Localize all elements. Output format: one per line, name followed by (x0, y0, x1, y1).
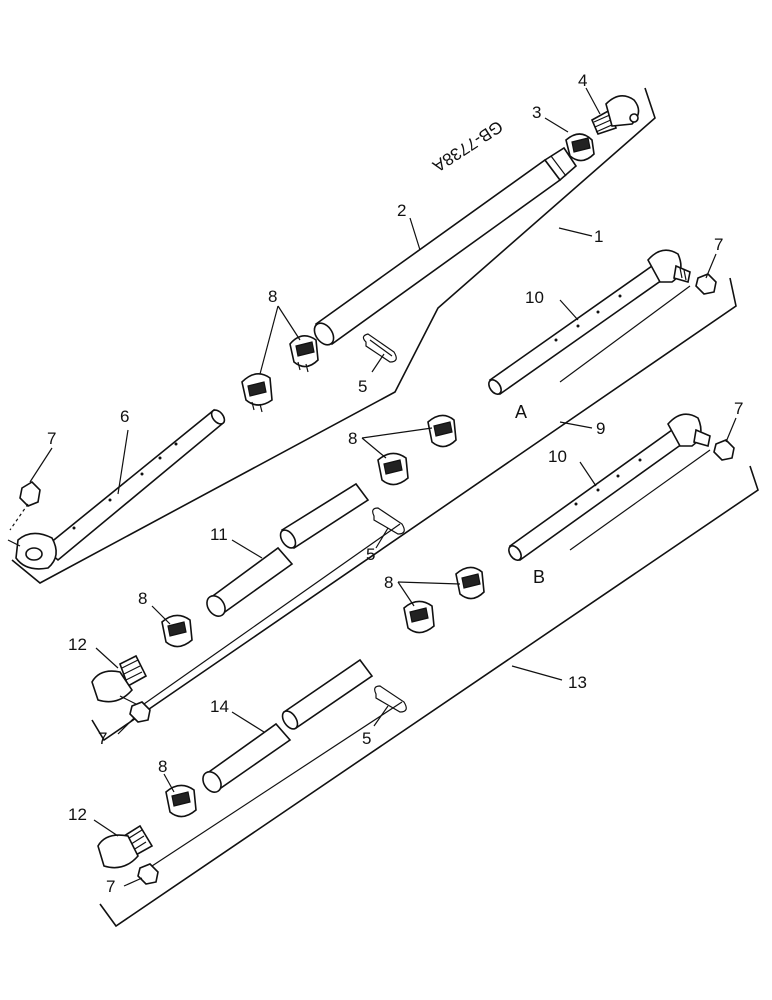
ball-joint-4 (590, 95, 640, 135)
tie-rod-tube-2 (313, 146, 578, 346)
callout-14: 14 (210, 697, 229, 716)
ball-joint-12-b (97, 824, 154, 869)
callout-8-b-lower: 8 (158, 757, 167, 776)
callout-3: 3 (532, 103, 541, 122)
tie-rod-end-10-b (508, 413, 711, 562)
clamp-8-b-1 (455, 566, 485, 600)
tie-rod-end-6 (7, 408, 226, 570)
group-9-outline (91, 277, 737, 742)
cotter-pin-5-upper (362, 333, 397, 363)
callout-4: 4 (578, 71, 587, 90)
clamp-8-b-2 (403, 600, 435, 634)
cotter-pin-5-b (374, 685, 407, 713)
callout-11: 11 (210, 525, 228, 544)
tie-rod-end-10-a (488, 249, 691, 396)
nut-7-b-lower (137, 863, 159, 885)
callout-7-b: 7 (734, 399, 743, 418)
callout-12-a: 12 (68, 635, 87, 654)
callout-7-a-lower: 7 (98, 729, 107, 748)
clamp-8-upper-a (289, 335, 319, 373)
callout-7-left: 7 (47, 429, 56, 448)
nut-7-b (713, 439, 735, 461)
callout-1: 1 (594, 227, 603, 246)
callout-7-a: 7 (714, 235, 723, 254)
clamp-8-upper-b (241, 373, 273, 413)
nut-7-left (19, 480, 41, 507)
callout-8-a: 8 (348, 429, 357, 448)
group-1-outline (11, 87, 656, 584)
callout-13: 13 (568, 673, 587, 692)
callout-12-b: 12 (68, 805, 87, 824)
callout-2: 2 (397, 201, 406, 220)
callout-5-a: 5 (366, 545, 375, 564)
callout-8-a-lower: 8 (138, 589, 147, 608)
cotter-pin-5-a (372, 507, 405, 535)
tube-14 (202, 658, 374, 793)
callout-5-b: 5 (362, 729, 371, 748)
callout-10-a: 10 (525, 288, 544, 307)
callout-8-upper: 8 (268, 287, 277, 306)
ball-joint-12-a (91, 654, 148, 705)
callout-10-b: 10 (548, 447, 567, 466)
callout-8-b: 8 (384, 573, 393, 592)
tube-11 (206, 482, 370, 617)
group-13-outline (99, 465, 759, 928)
group-label-a: A (515, 402, 527, 422)
callout-7-b-lower: 7 (106, 877, 115, 896)
callout-5-upper: 5 (358, 377, 367, 396)
group-label-b: B (533, 567, 545, 587)
callout-6: 6 (120, 407, 129, 426)
nut-7-a-lower (129, 701, 151, 723)
clamp-8-b-lower (165, 784, 197, 818)
callout-9: 9 (596, 419, 605, 438)
clamp-8-a-1 (427, 414, 457, 448)
reference-code: GB-7738A (429, 117, 506, 177)
clamp-3 (565, 133, 595, 162)
clamp-8-a-2 (377, 452, 409, 486)
